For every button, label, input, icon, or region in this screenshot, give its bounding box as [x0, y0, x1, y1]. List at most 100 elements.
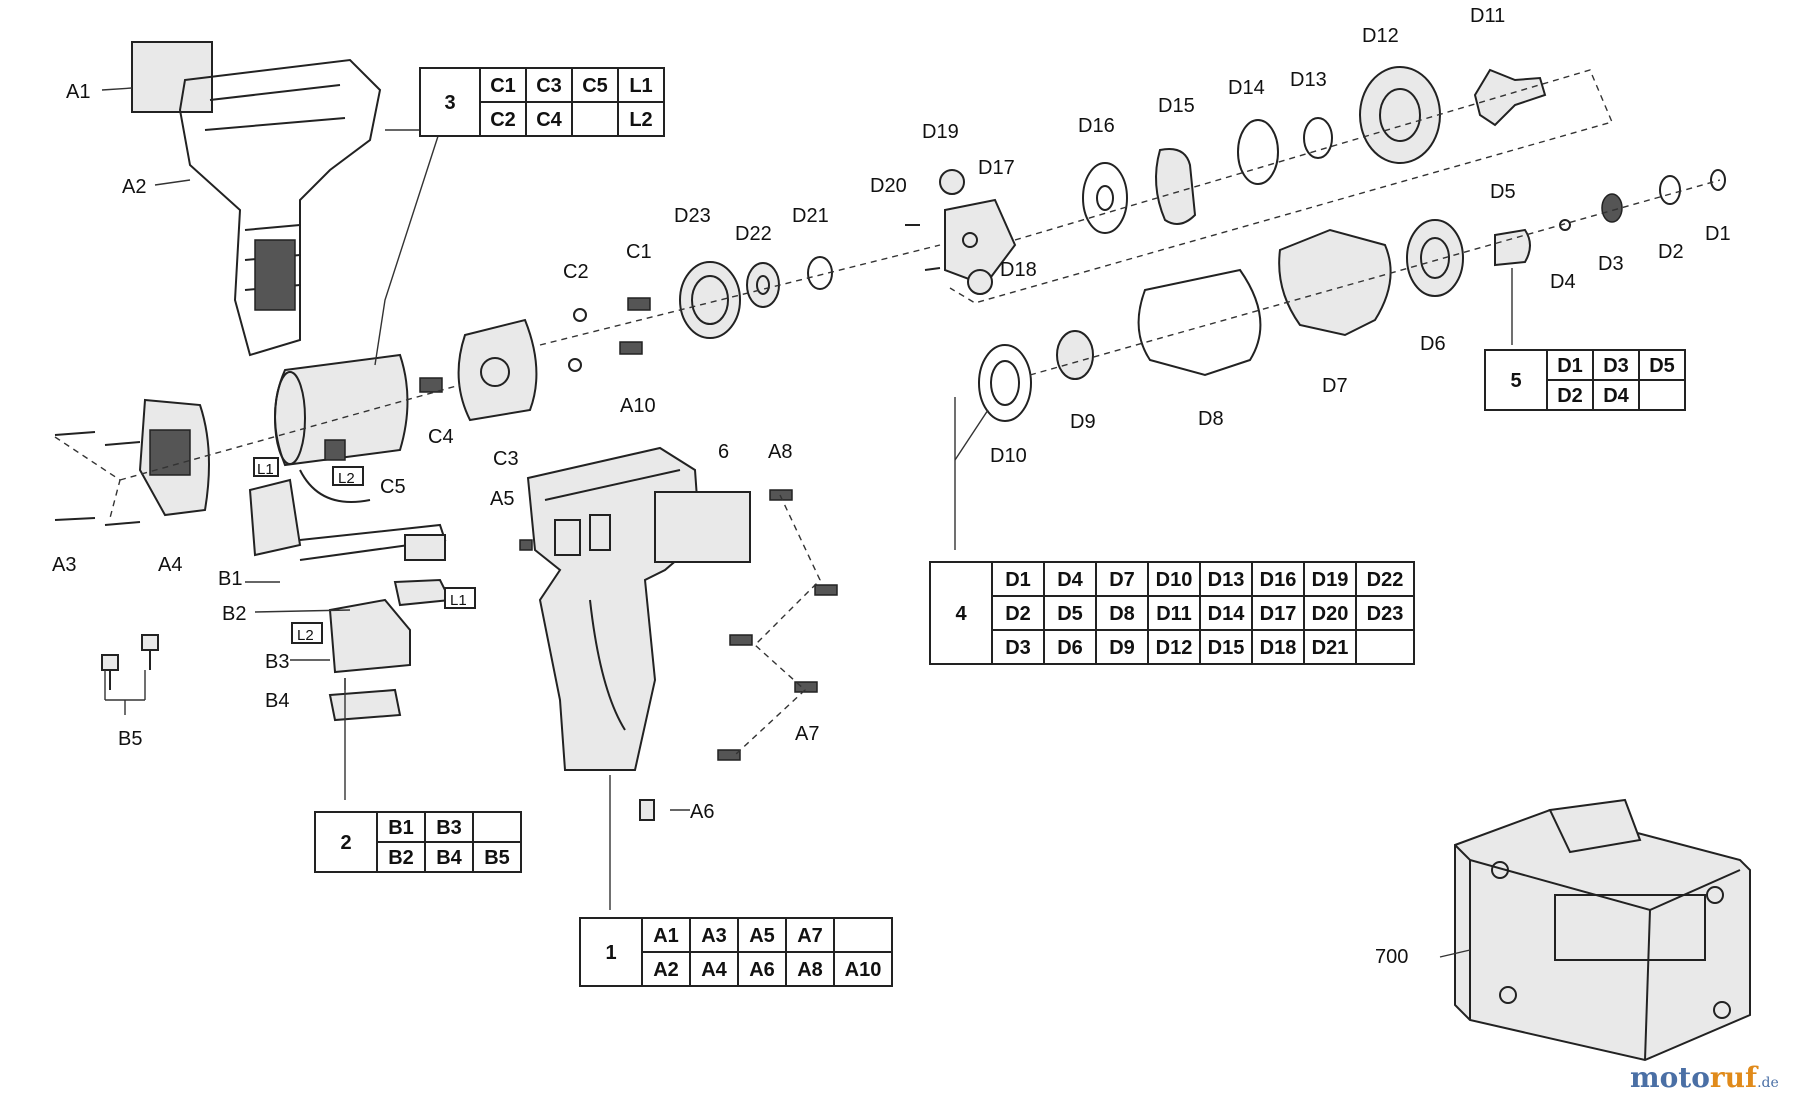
label-D15: D15 — [1158, 95, 1195, 117]
table-cell-label: D14 — [1208, 603, 1246, 625]
table-cell-label: D3 — [1005, 637, 1031, 659]
housing-half-drawing — [131, 41, 382, 357]
group-id: 3 — [444, 92, 455, 114]
table-cell-label: D10 — [1156, 569, 1193, 591]
table-cell — [472, 841, 522, 873]
table-cell-label: B2 — [388, 847, 414, 869]
group-id-cell — [929, 561, 993, 665]
table-cell — [1043, 595, 1097, 631]
table-cell-label: A10 — [845, 959, 882, 981]
table-cell — [1043, 561, 1097, 597]
table-cell-label: D20 — [1312, 603, 1349, 625]
table-cell-label: D16 — [1260, 569, 1297, 591]
part-labels: A1 A2 A3 A4 A5 A6 A7 A8 A10 B1 B2 B3 B4 … — [52, 5, 1731, 968]
table-cell-label: D5 — [1057, 603, 1083, 625]
group-id-cell — [314, 811, 378, 873]
label-D10: D10 — [990, 445, 1027, 467]
table-cell-label: D8 — [1109, 603, 1135, 625]
table-cell-label: L1 — [629, 75, 652, 97]
label-L2: L2 — [338, 470, 355, 487]
table-cell — [1251, 561, 1305, 597]
label-C1: C1 — [626, 241, 652, 263]
label-C3: C3 — [493, 448, 519, 470]
table-cell-label: B4 — [436, 847, 462, 869]
table-cell — [1199, 595, 1253, 631]
table-cell-label: B5 — [484, 847, 510, 869]
label-D21: D21 — [792, 205, 829, 227]
label-part-700: 700 — [1375, 946, 1408, 968]
table-cell-label: D9 — [1109, 637, 1135, 659]
table-cell-label: A6 — [749, 959, 775, 981]
table-cell-label: D4 — [1057, 569, 1083, 591]
table-cell — [571, 67, 619, 103]
label-A2: A2 — [122, 176, 146, 198]
table-cell — [689, 951, 739, 987]
table-cell-label: D15 — [1208, 637, 1245, 659]
table-cell — [1147, 561, 1201, 597]
group-id: 4 — [955, 603, 967, 625]
label-C2: C2 — [563, 261, 589, 283]
watermark-part1: moto — [1630, 1061, 1710, 1094]
table-cell-label: D17 — [1260, 603, 1297, 625]
table-cell — [1095, 595, 1149, 631]
group-id: 2 — [340, 832, 351, 854]
table-cell — [525, 101, 573, 137]
table-cell-label: A7 — [797, 925, 823, 947]
switch-and-brushes-drawing — [101, 469, 452, 722]
table-cell-label: D18 — [1260, 637, 1297, 659]
screws-drawing — [519, 489, 838, 821]
table-cell-label: A5 — [749, 925, 775, 947]
table-cell — [472, 811, 522, 843]
label-part-6: 6 — [718, 441, 729, 463]
label-A3: A3 — [52, 554, 76, 576]
table-cell-label: D12 — [1156, 637, 1193, 659]
table-cell — [1043, 629, 1097, 665]
watermark: motoruf.de — [1630, 1061, 1779, 1094]
table-cell-label: C5 — [582, 75, 608, 97]
label-D17: D17 — [978, 157, 1015, 179]
label-A8: A8 — [768, 441, 792, 463]
end-cap-drawing — [54, 398, 210, 526]
watermark-part2: ruf — [1710, 1061, 1759, 1094]
table-cell — [1638, 379, 1686, 411]
assembly-axis-lines — [54, 69, 1721, 756]
table-cell-label: D2 — [1005, 603, 1031, 625]
planetary-ring-drawing — [679, 256, 833, 339]
table-cell — [424, 841, 474, 873]
label-B2: B2 — [222, 603, 246, 625]
watermark-part3: .de — [1757, 1075, 1779, 1091]
label-D6: D6 — [1420, 333, 1446, 355]
table-cell-label: C3 — [536, 75, 562, 97]
table-cell — [833, 951, 893, 987]
label-A1: A1 — [66, 81, 90, 103]
table-cell — [1251, 629, 1305, 665]
label-A6: A6 — [690, 801, 714, 823]
table-cell — [1251, 595, 1305, 631]
label-A7: A7 — [795, 723, 819, 745]
hammer-case-drawing — [978, 169, 1726, 422]
table-cell — [571, 101, 619, 137]
label-D4: D4 — [1550, 271, 1576, 293]
label-D16: D16 — [1078, 115, 1115, 137]
label-L2-switch: L2 — [297, 627, 314, 644]
label-B3: B3 — [265, 651, 289, 673]
label-A4: A4 — [158, 554, 182, 576]
table-cell-label: D1 — [1005, 569, 1031, 591]
label-C5: C5 — [380, 476, 406, 498]
label-D11: D11 — [1470, 5, 1505, 27]
table-cell — [1199, 629, 1253, 665]
label-D19: D19 — [922, 121, 959, 143]
table-cell — [617, 101, 665, 137]
table-cell-label: D3 — [1603, 355, 1629, 377]
table-cell — [1303, 561, 1357, 597]
table-cell-label: A4 — [701, 959, 727, 981]
group-id: 1 — [605, 942, 616, 964]
label-D3: D3 — [1598, 253, 1624, 275]
table-cell — [1355, 629, 1415, 665]
